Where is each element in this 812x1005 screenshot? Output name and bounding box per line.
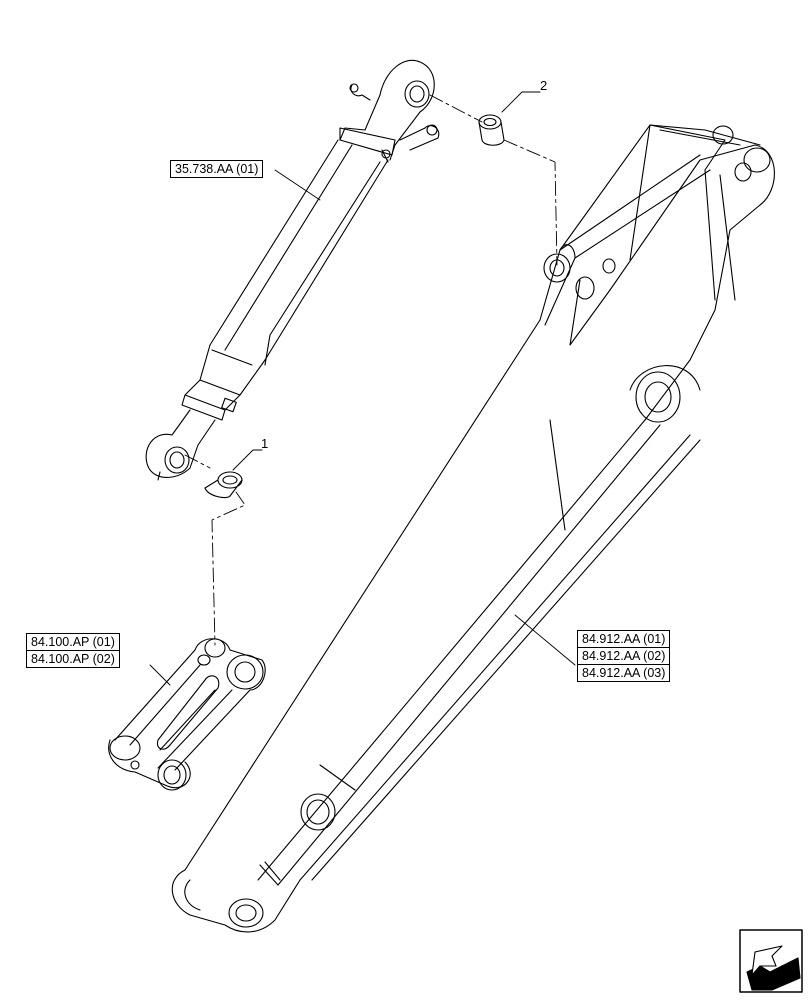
boom-reference-label-2[interactable]: 84.912.AA (02) xyxy=(577,647,671,665)
callout-2: 2 xyxy=(540,78,548,93)
cylinder-reference-label[interactable]: 35.738.AA (01) xyxy=(170,160,264,178)
boom-reference-label-3[interactable]: 84.912.AA (03) xyxy=(577,664,671,682)
link-reference-label-1[interactable]: 84.100.AP (01) xyxy=(26,633,120,651)
callout-1: 1 xyxy=(261,436,269,451)
boom-arm xyxy=(171,124,775,933)
boom-reference-label-1[interactable]: 84.912.AA (01) xyxy=(577,630,671,648)
bushing-2 xyxy=(478,114,505,146)
assembly-centerlines xyxy=(184,94,558,646)
arrow-navigation-icon[interactable] xyxy=(739,929,803,993)
link-reference-label-2[interactable]: 84.100.AP (02) xyxy=(26,650,120,668)
hydraulic-cylinder xyxy=(145,59,440,481)
leader-lines xyxy=(149,91,576,686)
link-assembly xyxy=(108,638,266,791)
bushing-1 xyxy=(204,471,243,499)
